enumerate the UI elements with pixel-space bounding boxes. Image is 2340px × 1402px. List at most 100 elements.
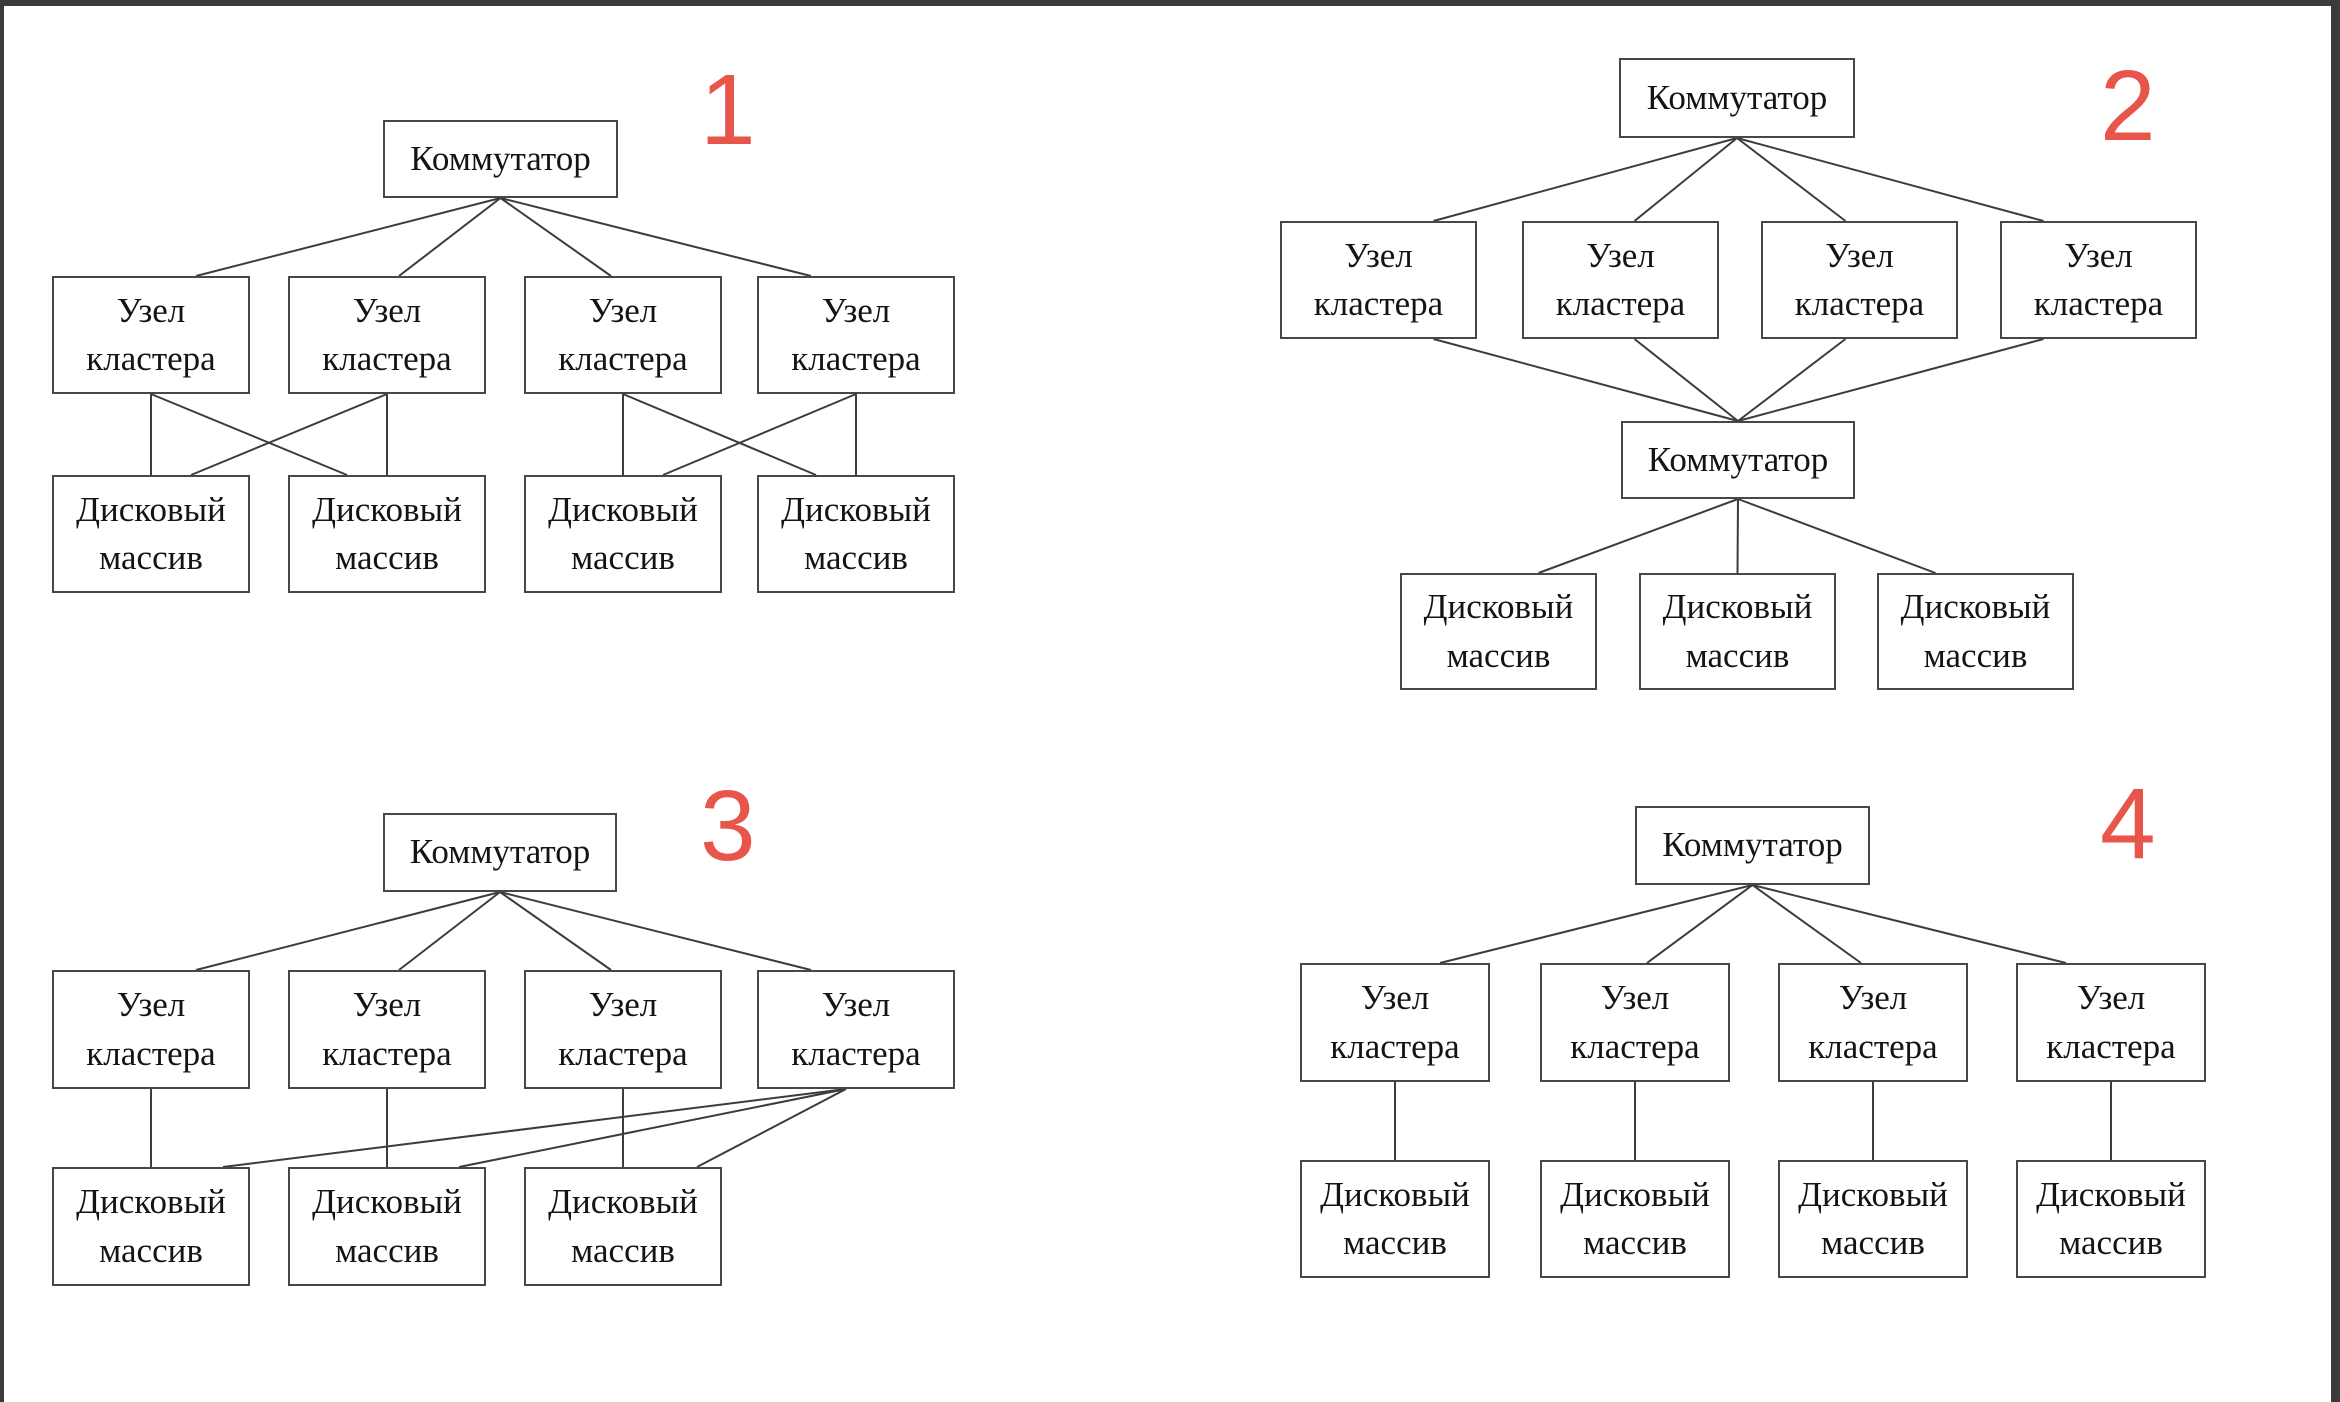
edge-d3-sw-n2 [398,891,501,971]
node-label: Узел кластера [558,985,688,1073]
node-label: Узел кластера [1313,235,1444,323]
edge-d2-sw2-d1 [1538,498,1739,574]
node-label: Узел кластера [2033,235,2164,323]
edge-d3-n4-d1 [222,1088,847,1168]
diagram-number-4: 4 [2100,768,2156,880]
switch-label: Коммутатор [1662,825,1843,865]
disk-label: Дисковый массив [312,489,462,577]
switch-box-d2-sw1: Коммутатор [1619,58,1855,138]
edge-d2-sw2-d2 [1736,498,1739,574]
edge-d1-n3-d4 [622,393,817,476]
node-box-d2-n1: Узел кластера [1280,221,1477,339]
edge-d4-sw-n3 [1751,884,1862,964]
disk-box-d1-d3: Дисковый массив [524,475,722,593]
edge-d2-sw1-n1 [1433,137,1738,222]
edge-d1-n4-d3 [662,393,857,476]
disk-label: Дисковый массив [1423,587,1574,675]
node-box-d2-n2: Узел кластера [1522,221,1719,339]
node-label: Узел кластера [1794,235,1925,323]
node-label: Узел кластера [2046,978,2176,1066]
disk-box-d3-d2: Дисковый массив [288,1167,486,1286]
node-box-d4-n3: Узел кластера [1778,963,1968,1082]
disk-label: Дисковый массив [548,1182,698,1270]
node-label: Узел кластера [322,290,452,378]
switch-label: Коммутатор [1647,439,1829,479]
diagram-number-2: 2 [2100,50,2156,162]
disk-label: Дисковый массив [1900,587,2051,675]
disk-box-d4-d4: Дисковый массив [2016,1160,2206,1278]
node-label: Узел кластера [86,290,216,378]
node-box-d3-n4: Узел кластера [757,970,955,1089]
node-box-d3-n3: Узел кластера [524,970,722,1089]
disk-label: Дисковый массив [312,1182,462,1270]
window-frame-top [0,0,2340,6]
disk-box-d2-d2: Дисковый массив [1639,573,1836,690]
edge-d1-sw-n2 [398,197,502,277]
node-label: Узел кластера [1570,978,1700,1066]
disk-box-d4-d2: Дисковый массив [1540,1160,1730,1278]
disk-box-d1-d4: Дисковый массив [757,475,955,593]
node-label: Узел кластера [791,985,921,1073]
node-box-d4-n4: Узел кластера [2016,963,2206,1082]
disk-label: Дисковый массив [76,1182,226,1270]
node-box-d3-n1: Узел кластера [52,970,250,1089]
edge-d1-sw-n4 [500,197,812,277]
edge-d4-sw-n2 [1646,884,1754,964]
node-label: Узел кластера [1555,235,1686,323]
edge-d2-sw1-n3 [1736,137,1847,222]
edge-d2-n3-sw2 [1737,338,1847,422]
node-box-d3-n2: Узел кластера [288,970,486,1089]
disk-label: Дисковый массив [548,489,698,577]
node-box-d1-n1: Узел кластера [52,276,250,394]
disk-label: Дисковый массив [781,489,931,577]
node-label: Узел кластера [86,985,216,1073]
node-box-d1-n3: Узел кластера [524,276,722,394]
disk-label: Дисковый массив [1662,587,1813,675]
edge-d3-n4-d3 [696,1088,847,1168]
disk-label: Дисковый массив [76,489,226,577]
disk-label: Дисковый массив [1560,1174,1710,1262]
node-box-d1-n4: Узел кластера [757,276,955,394]
edge-d1-sw-n1 [195,197,501,277]
switch-box-d3-sw: Коммутатор [383,813,617,892]
window-frame-right [2331,0,2340,1402]
disk-label: Дисковый массив [1320,1174,1470,1262]
node-box-d4-n1: Узел кластера [1300,963,1490,1082]
edge-d1-sw-n3 [499,197,612,277]
disk-box-d2-d3: Дисковый массив [1877,573,2074,690]
diagram-number-3: 3 [700,770,756,882]
node-label: Узел кластера [791,290,921,378]
edge-d1-n2-d1 [190,393,388,476]
disk-box-d4-d1: Дисковый массив [1300,1160,1490,1278]
node-box-d2-n3: Узел кластера [1761,221,1958,339]
switch-label: Коммутатор [409,832,591,872]
edge-d3-sw-n3 [499,891,612,971]
node-box-d4-n2: Узел кластера [1540,963,1730,1082]
switch-box-d4-sw: Коммутатор [1635,806,1870,885]
disk-label: Дисковый массив [2036,1174,2186,1262]
disk-box-d1-d2: Дисковый массив [288,475,486,593]
disk-label: Дисковый массив [1798,1174,1948,1262]
edge-d2-sw1-n4 [1736,137,2044,222]
window-frame-left [0,0,4,1402]
node-label: Узел кластера [558,290,688,378]
edge-d3-n4-d2 [458,1088,847,1168]
edge-d3-sw-n4 [499,891,812,971]
node-label: Узел кластера [1808,978,1938,1066]
disk-box-d2-d1: Дисковый массив [1400,573,1597,690]
edge-d1-n1-d2 [150,393,348,476]
disk-box-d3-d1: Дисковый массив [52,1167,250,1286]
node-label: Узел кластера [1330,978,1460,1066]
edge-d2-n2-sw2 [1633,338,1739,422]
switch-label: Коммутатор [410,138,591,178]
switch-box-d2-sw2: Коммутатор [1621,421,1855,499]
edge-d2-sw1-n2 [1633,137,1738,222]
switch-label: Коммутатор [1646,77,1828,117]
disk-box-d3-d3: Дисковый массив [524,1167,722,1286]
disk-box-d1-d1: Дисковый массив [52,475,250,593]
edge-d3-sw-n1 [195,891,501,971]
edge-d2-sw2-d3 [1737,498,1936,574]
diagram-number-1: 1 [700,54,756,166]
edge-d2-n4-sw2 [1737,338,2044,422]
